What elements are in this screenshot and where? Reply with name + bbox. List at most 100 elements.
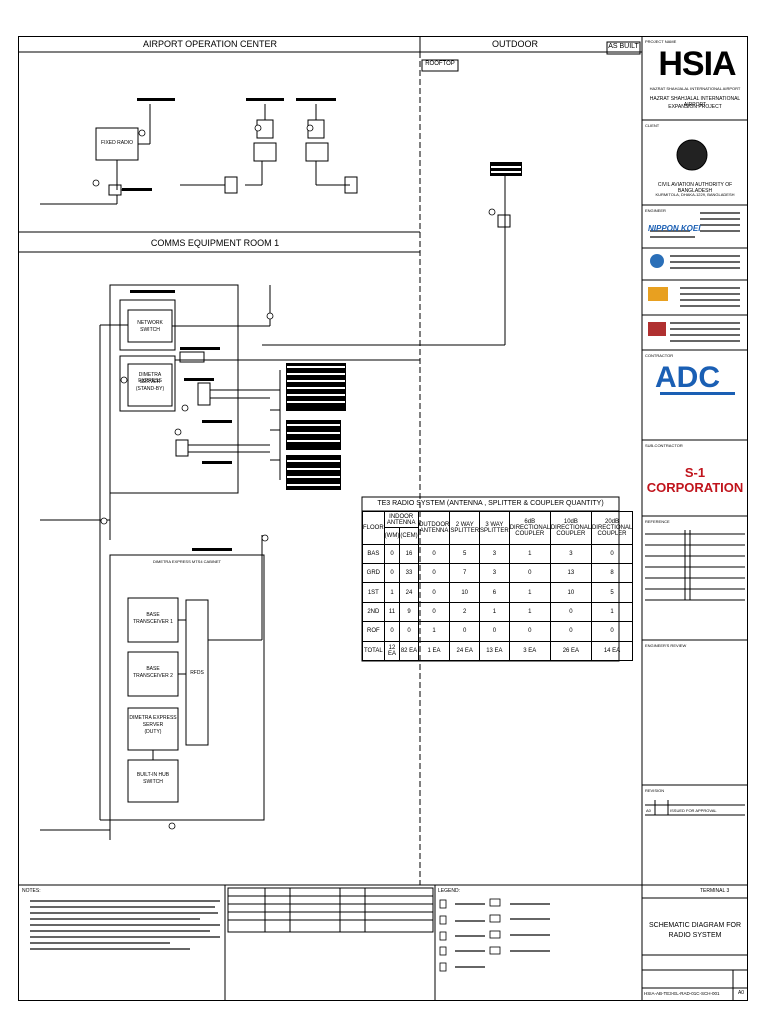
fixed-radio-label: FIXED RADIO	[101, 140, 133, 146]
table-cell: 13 EA	[479, 640, 510, 662]
engineer-label: ENGINEER	[645, 208, 666, 213]
base-transceiver-2-label-2: TRANSCEIVER 2	[133, 673, 173, 679]
table-cell: 1	[508, 601, 551, 623]
drawing-title-line-1: SCHEMATIC DIAGRAM FOR	[648, 922, 742, 929]
table-cell: 82 EA	[399, 640, 419, 662]
project-line-2: EXPANSION PROJECT	[668, 104, 722, 110]
rfds-label: RFDS	[190, 670, 204, 676]
table-cell: 0	[417, 601, 451, 623]
notes-label: NOTES:	[22, 888, 41, 894]
table-cell: 5	[590, 582, 634, 603]
table-cell: 7	[449, 563, 481, 584]
table-cell: 12 EA	[383, 640, 401, 662]
project-name-label: PROJECT NAME	[645, 39, 677, 44]
table-cell: 2ND	[362, 601, 385, 623]
table-cell: 0	[590, 621, 634, 642]
table-cell: 3 EA	[508, 640, 551, 662]
dimetra-duty-label-2: SERVER	[142, 722, 164, 728]
table-cell: 6	[479, 582, 510, 603]
th-floor: FLOOR	[362, 511, 385, 545]
table-cell: 0	[417, 543, 451, 565]
project-line-1: HAZRAT SHAHJALAL INTERNATIONAL AIRPORT	[649, 96, 741, 108]
as-built-label: AS BUILT	[608, 43, 639, 50]
comms-heading: COMMS EQUIPMENT ROOM 1	[150, 238, 280, 248]
contractor-label: CONTRACTOR	[645, 353, 674, 358]
table-cell: 0	[417, 563, 451, 584]
revision-label: REVISION	[645, 788, 665, 793]
table-cell: 10	[449, 582, 481, 603]
table-cell: 1ST	[362, 582, 385, 603]
outdoor-heading: OUTDOOR	[492, 39, 538, 49]
drawing-title-line-2: RADIO SYSTEM	[668, 932, 722, 939]
quantity-table: FLOOR INDOOR ANTENNA OUTDOOR ANTENNA 2 W…	[362, 510, 634, 662]
client-line-2: KURMITOLA, DHAKA-1229, BANGLADESH	[655, 192, 735, 197]
base-transceiver-1-label-2: TRANSCEIVER 1	[133, 619, 173, 625]
table-cell: 1	[479, 601, 510, 623]
table-cell: 9	[399, 601, 419, 623]
drawing-border	[18, 36, 748, 1001]
engineers-review-label: ENGINEER'S REVIEW	[645, 643, 687, 648]
th-20db: 20dB DIRECTIONAL COUPLER	[590, 511, 634, 545]
dimetra-standby-label-3: (STAND-BY)	[135, 386, 165, 392]
base-transceiver-2-label-1: BASE	[146, 666, 160, 672]
hsia-logo: HSIA	[658, 45, 736, 83]
table-cell: 0	[383, 543, 401, 565]
client-label: CLIENT	[645, 123, 660, 128]
table-cell: 16	[399, 543, 419, 565]
table-cell: 0	[479, 621, 510, 642]
adc-mini-logo-icon	[648, 322, 666, 336]
cyg-logo-icon	[648, 287, 668, 301]
table-cell: 5	[449, 543, 481, 565]
table-cell: 13	[549, 563, 592, 584]
table-cell: 24 EA	[449, 640, 481, 662]
quantity-table-title: TE3 RADIO SYSTEM (ANTENNA , SPLITTER & C…	[377, 500, 604, 507]
th-6db: 6dB DIRECTIONAL COUPLER	[508, 511, 551, 545]
th-3way: 3 WAY SPLITTER	[479, 511, 510, 545]
table-cell: 0	[449, 621, 481, 642]
table-cell: 1	[590, 601, 634, 623]
table-cell: GRD	[362, 563, 385, 584]
network-switch-label-2: SWITCH	[140, 327, 160, 333]
table-cell: 24	[399, 582, 419, 603]
dimetra-standby-label-2: SERVER	[139, 379, 161, 385]
table-cell: 3	[479, 563, 510, 584]
revision-no: A0	[646, 808, 651, 813]
table-cell: 3	[549, 543, 592, 565]
table-cell: BAS	[362, 543, 385, 565]
table-cell: 33	[399, 563, 419, 584]
hsia-logo-sub: HAZRAT SHAHJALAL INTERNATIONAL AIRPORT	[649, 86, 741, 91]
cabinet-title: DIMETRA EXPRESS MTS4 CABINET	[152, 559, 221, 564]
adc-logo: ADC	[655, 361, 720, 394]
table-cell: 3	[479, 543, 510, 565]
table-cell: 1 EA	[417, 640, 451, 662]
base-transceiver-1-label-1: BASE	[146, 612, 160, 618]
table-cell: 1	[508, 582, 551, 603]
legend-label: LEGEND:	[438, 888, 460, 894]
hub-switch-label-2: SWITCH	[143, 779, 163, 785]
table-cell: 0	[417, 582, 451, 603]
drawing-number: HSIA-AB-TE3-EL-RAD-01C-SCH-001	[644, 991, 720, 996]
dimetra-duty-label-3: (DUTY)	[144, 729, 162, 735]
building-name: TERMINAL 3	[700, 888, 730, 894]
table-cell: 0	[590, 543, 634, 565]
th-10db: 10dB DIRECTIONAL COUPLER	[549, 511, 592, 545]
table-cell: 0	[508, 563, 551, 584]
table-cell: 0	[549, 621, 592, 642]
drawing-rev: A0	[737, 990, 745, 996]
table-cell: 1	[417, 621, 451, 642]
reference-label: REFERENCE	[645, 519, 670, 524]
table-cell: 0	[399, 621, 419, 642]
table-cell: TOTAL	[362, 640, 385, 662]
table-cell: 1	[383, 582, 401, 603]
table-cell: 26 EA	[549, 640, 592, 662]
nippon-koei-logo: NIPPON KOEI	[648, 224, 701, 233]
network-switch-label-1: NETWORK	[137, 320, 163, 326]
table-cell: 2	[449, 601, 481, 623]
table-cell: 0	[508, 621, 551, 642]
